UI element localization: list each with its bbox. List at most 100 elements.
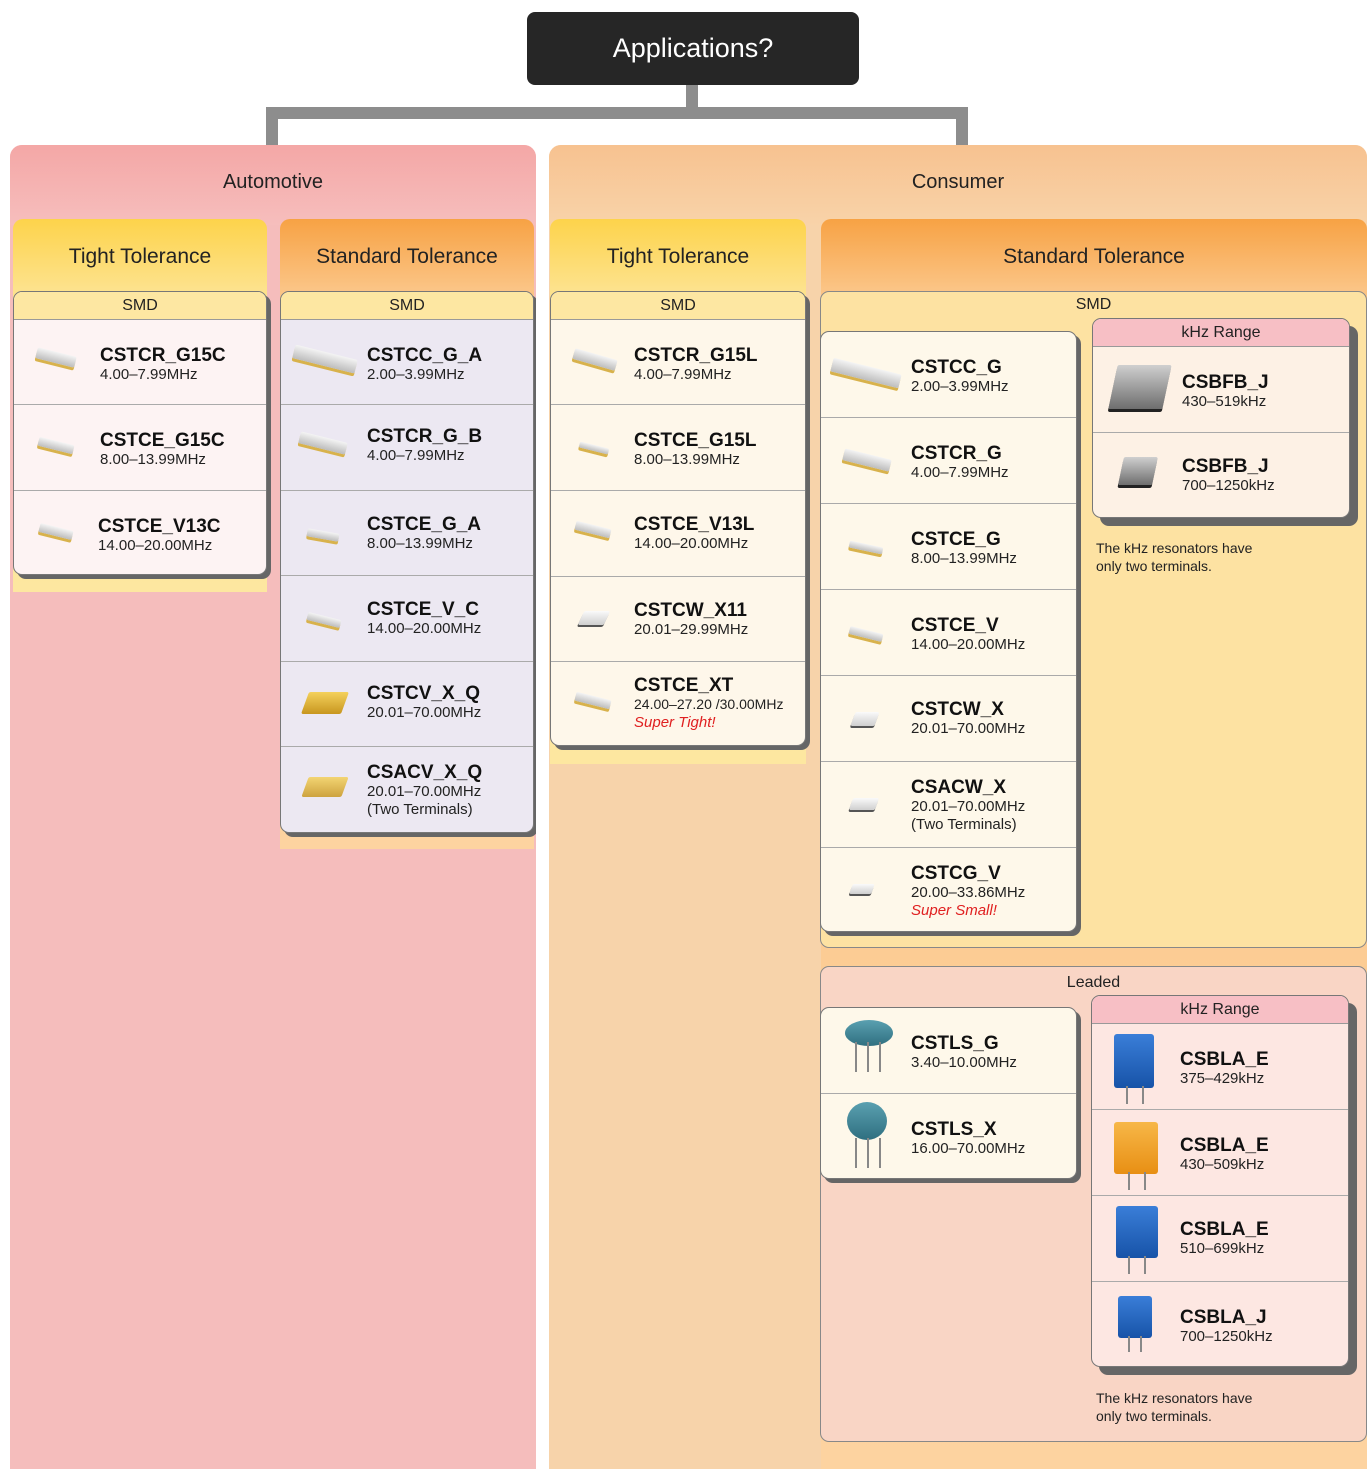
part-range: 2.00–3.99MHz: [367, 366, 465, 383]
leaded-pin: [1128, 1172, 1130, 1190]
part-name: CSTCC_G: [911, 357, 1002, 378]
part-range: 4.00–7.99MHz: [100, 366, 198, 383]
consumer-tight-smd-card: SMD CSTCR_G15L 4.00–7.99MHz CSTCE_G15L 8…: [550, 291, 806, 746]
leaded-khz-resonator-image: [1114, 1034, 1154, 1088]
smd-resonator-image: [292, 344, 358, 374]
smd-khz-note-line1: The kHz resonators have: [1096, 540, 1253, 556]
part-range: 430–509kHz: [1180, 1156, 1265, 1173]
leaded-khz-resonator-image: [1118, 1296, 1152, 1338]
connector-vertical-root: [686, 85, 698, 107]
part-range: 700–1250kHz: [1182, 477, 1275, 494]
smd-resonator-image: [830, 357, 902, 389]
list-item: CSTCR_G15L 4.00–7.99MHz: [551, 320, 805, 405]
part-name: CSBLA_E: [1180, 1049, 1269, 1070]
part-name: CSBFB_J: [1182, 456, 1269, 477]
smd-resonator-image: [574, 520, 612, 539]
smd-resonator-image: [572, 348, 618, 371]
part-name: CSTCE_G15L: [634, 430, 757, 451]
leaded-pin: [1128, 1336, 1130, 1352]
list-item: CSTCW_X 20.01–70.00MHz: [821, 676, 1076, 762]
khz-header: kHz Range: [1093, 319, 1349, 347]
smd-resonator-image: [848, 626, 884, 642]
smd-resonator-image: [850, 712, 880, 726]
part-range: 20.01–70.00MHz: [911, 798, 1026, 815]
part-name: CSTCR_G_B: [367, 426, 483, 447]
list-item: CSTCE_V13C 14.00–20.00MHz: [14, 491, 266, 574]
khz-header: kHz Range: [1092, 996, 1348, 1024]
part-range: 20.01–70.00MHz: [367, 783, 482, 800]
part-name: CSACV_X_Q: [367, 762, 483, 783]
part-name: CSTCE_V13C: [98, 516, 221, 537]
part-range: 4.00–7.99MHz: [634, 366, 732, 383]
automotive-tight-title: Tight Tolerance: [68, 245, 212, 268]
leaded-pin: [867, 1042, 869, 1072]
part-range: 8.00–13.99MHz: [100, 451, 206, 468]
smd-resonator-image: [848, 540, 884, 555]
leaded-khz-note-line2: only two terminals.: [1096, 1408, 1212, 1424]
part-name: CSTCE_G_A: [367, 514, 482, 535]
list-item: CSTCR_G_B 4.00–7.99MHz: [281, 405, 533, 491]
smd-header: SMD: [14, 292, 266, 320]
smd-resonator-image: [842, 448, 892, 472]
list-item: CSTCE_G_A 8.00–13.99MHz: [281, 491, 533, 576]
part-name: CSTCR_G: [911, 443, 1002, 464]
part-range: 24.00–27.20 /30.00MHz: [634, 696, 784, 712]
part-note: Super Tight!: [634, 714, 716, 731]
leaded-pin: [1126, 1086, 1128, 1104]
leaded-resonator-image: [845, 1020, 893, 1046]
automotive-title: Automotive: [222, 171, 324, 193]
consumer-tight-title: Tight Tolerance: [606, 245, 750, 268]
part-name: CSTCG_V: [911, 863, 1001, 884]
automotive-tight-smd-card: SMD CSTCR_G15C 4.00–7.99MHz CSTCE_G15C 8…: [13, 291, 267, 575]
part-range: 510–699kHz: [1180, 1240, 1265, 1257]
leaded-pin: [1144, 1172, 1146, 1190]
root-label: Applications?: [612, 33, 774, 63]
list-item: CSTCE_G15C 8.00–13.99MHz: [14, 405, 266, 491]
leaded-khz-note-line1: The kHz resonators have: [1096, 1390, 1253, 1406]
list-item: CSTCG_V 20.00–33.86MHz Super Small!: [821, 848, 1076, 931]
consumer-standard-title: Standard Tolerance: [1003, 245, 1185, 268]
smd-khz-card: kHz Range CSBFB_J 430–519kHz CSBFB_J 700…: [1092, 318, 1350, 518]
list-item: CSACW_X 20.01–70.00MHz (Two Terminals): [821, 762, 1076, 848]
smd-resonator-image: [306, 528, 340, 542]
part-name: CSTCW_X11: [634, 600, 747, 621]
part-name: CSTCE_XT: [634, 675, 734, 696]
smd-resonator-image: [574, 691, 612, 710]
smd-resonator-image: [301, 777, 349, 797]
leaded-resonator-image: [847, 1102, 887, 1140]
part-name: CSBLA_E: [1180, 1219, 1269, 1240]
smd-resonator-image: [849, 884, 875, 894]
consumer-leaded-card: CSTLS_G 3.40–10.00MHz CSTLS_X 16.00–70.0…: [820, 1007, 1077, 1179]
part-range: 2.00–3.99MHz: [911, 378, 1009, 395]
automotive-standard-title: Standard Tolerance: [316, 245, 498, 268]
part-name: CSACW_X: [911, 777, 1007, 798]
list-item: CSTCR_G 4.00–7.99MHz: [821, 418, 1076, 504]
part-name: CSBLA_J: [1180, 1307, 1267, 1328]
part-range: 4.00–7.99MHz: [367, 447, 465, 464]
part-range: 16.00–70.00MHz: [911, 1140, 1026, 1157]
leaded-khz-resonator-image: [1116, 1206, 1158, 1258]
part-extra: (Two Terminals): [367, 801, 473, 818]
part-name: CSBFB_J: [1182, 372, 1269, 393]
leaded-pin: [1128, 1256, 1130, 1274]
smd-header: SMD: [281, 292, 533, 320]
part-name: CSTCE_V13L: [634, 514, 755, 535]
root-node-applications: Applications?: [527, 12, 859, 85]
list-item: CSTCR_G15C 4.00–7.99MHz: [14, 320, 266, 405]
smd-resonator-image: [38, 523, 74, 540]
part-range: 14.00–20.00MHz: [98, 537, 213, 554]
smd-resonator-image: [578, 441, 610, 455]
list-item: CSTCE_G15L 8.00–13.99MHz: [551, 405, 805, 491]
part-name: CSTCE_G: [911, 529, 1001, 550]
list-item: CSTCE_G 8.00–13.99MHz: [821, 504, 1076, 590]
part-range: 430–519kHz: [1182, 393, 1267, 410]
consumer-standard-smd-card: CSTCC_G 2.00–3.99MHz CSTCR_G 4.00–7.99MH…: [820, 331, 1077, 932]
smd-resonator-image: [306, 612, 342, 628]
leaded-pin: [855, 1042, 857, 1072]
part-range: 8.00–13.99MHz: [367, 535, 473, 552]
smd-resonator-image: [37, 436, 75, 455]
part-range: 8.00–13.99MHz: [911, 550, 1017, 567]
connector-right-drop: [956, 107, 968, 147]
part-name: CSTCE_G15C: [100, 430, 225, 451]
part-range: 20.00–33.86MHz: [911, 884, 1026, 901]
